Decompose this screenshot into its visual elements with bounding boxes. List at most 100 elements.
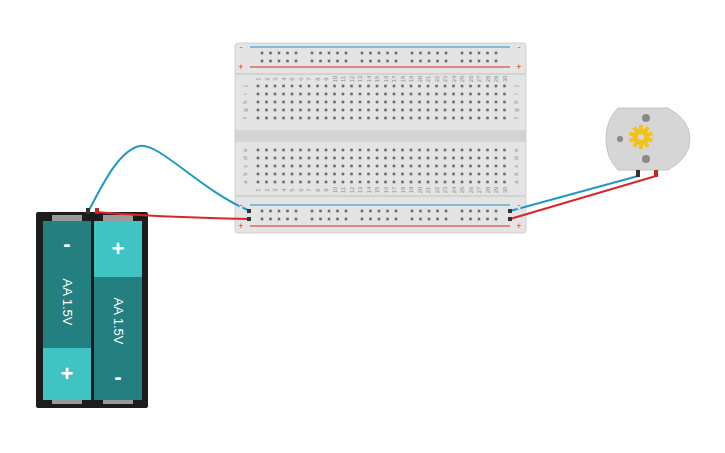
hole bbox=[461, 173, 464, 176]
hole bbox=[395, 52, 398, 55]
hole bbox=[486, 149, 489, 152]
hole bbox=[319, 60, 322, 63]
hole bbox=[299, 85, 302, 88]
hole bbox=[435, 93, 438, 96]
hole bbox=[395, 210, 398, 213]
hole bbox=[325, 173, 328, 176]
hole bbox=[435, 149, 438, 152]
hole bbox=[478, 109, 481, 112]
breadboard-holes bbox=[257, 52, 506, 221]
rail-line bbox=[250, 67, 510, 68]
hole bbox=[461, 157, 464, 160]
hole bbox=[325, 101, 328, 104]
breadboard-index: f bbox=[242, 117, 248, 119]
hole bbox=[286, 60, 289, 63]
breadboard-index: 19 bbox=[408, 187, 414, 194]
hole bbox=[428, 52, 431, 55]
hole bbox=[435, 157, 438, 160]
hole bbox=[257, 157, 260, 160]
hole bbox=[427, 93, 430, 96]
wire bbox=[510, 176, 656, 219]
hole bbox=[452, 85, 455, 88]
cell-rating: AA 1.5V bbox=[60, 278, 74, 325]
hole bbox=[333, 109, 336, 112]
hole bbox=[452, 109, 455, 112]
hole bbox=[265, 181, 268, 184]
hole bbox=[445, 52, 448, 55]
hole bbox=[367, 93, 370, 96]
rail-sign: - bbox=[518, 43, 521, 52]
cell-rating: AA 1.5V bbox=[111, 298, 125, 345]
hole bbox=[393, 109, 396, 112]
breadboard bbox=[235, 43, 526, 233]
hole bbox=[295, 218, 298, 221]
hole bbox=[444, 85, 447, 88]
hole bbox=[359, 93, 362, 96]
breadboard-index: 2 bbox=[264, 77, 270, 80]
hole bbox=[333, 85, 336, 88]
hole bbox=[395, 60, 398, 63]
breadboard-index: d bbox=[242, 156, 248, 159]
hole bbox=[274, 101, 277, 104]
breadboard-index: h bbox=[513, 100, 519, 103]
hole bbox=[401, 181, 404, 184]
hole bbox=[503, 93, 506, 96]
hole bbox=[269, 52, 272, 55]
hole bbox=[282, 165, 285, 168]
rail-sign: - bbox=[240, 43, 243, 52]
hole bbox=[350, 173, 353, 176]
hole bbox=[393, 85, 396, 88]
hole bbox=[495, 117, 498, 120]
hole bbox=[478, 210, 481, 213]
hole bbox=[401, 117, 404, 120]
breadboard-index: 1 bbox=[255, 188, 261, 191]
hole bbox=[444, 109, 447, 112]
hole bbox=[435, 165, 438, 168]
breadboard-index: 18 bbox=[400, 187, 406, 194]
hole bbox=[350, 181, 353, 184]
breadboard-index: 13 bbox=[357, 187, 363, 194]
hole bbox=[269, 60, 272, 63]
hole bbox=[418, 165, 421, 168]
hole bbox=[461, 85, 464, 88]
hole bbox=[427, 101, 430, 104]
breadboard-index: 24 bbox=[451, 187, 457, 194]
hole bbox=[308, 101, 311, 104]
hole bbox=[311, 52, 314, 55]
hole bbox=[478, 60, 481, 63]
hole bbox=[316, 85, 319, 88]
breadboard-index: 28 bbox=[485, 76, 491, 83]
hole bbox=[333, 117, 336, 120]
breadboard-index: 27 bbox=[476, 76, 482, 83]
hole bbox=[325, 85, 328, 88]
hole bbox=[361, 218, 364, 221]
hole bbox=[384, 173, 387, 176]
hole bbox=[435, 85, 438, 88]
hole bbox=[291, 157, 294, 160]
hole bbox=[469, 101, 472, 104]
hole bbox=[503, 165, 506, 168]
hole bbox=[265, 165, 268, 168]
hole bbox=[410, 101, 413, 104]
hole bbox=[376, 157, 379, 160]
hole bbox=[342, 157, 345, 160]
hole bbox=[316, 157, 319, 160]
hole bbox=[503, 173, 506, 176]
hole bbox=[444, 101, 447, 104]
breadboard-index: 4 bbox=[281, 188, 287, 191]
breadboard-index: e bbox=[242, 148, 248, 151]
breadboard-index: 3 bbox=[272, 188, 278, 191]
hole bbox=[308, 173, 311, 176]
breadboard-index: 17 bbox=[391, 76, 397, 83]
hole bbox=[265, 85, 268, 88]
hole bbox=[350, 93, 353, 96]
wire-end bbox=[508, 209, 512, 213]
hole bbox=[452, 93, 455, 96]
hole bbox=[461, 101, 464, 104]
hole bbox=[282, 157, 285, 160]
hole bbox=[261, 60, 264, 63]
hole bbox=[503, 157, 506, 160]
hole bbox=[393, 157, 396, 160]
hole bbox=[495, 210, 498, 213]
motor-screw bbox=[642, 155, 650, 163]
